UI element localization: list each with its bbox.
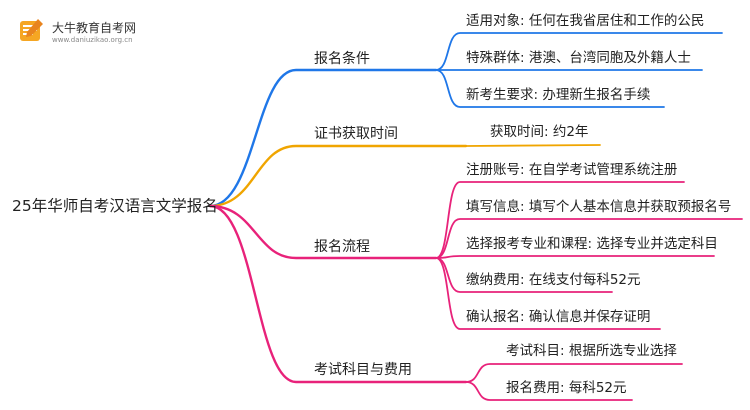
branch-registration-process: 报名流程 [314, 239, 370, 255]
connector-branch-leaf [435, 181, 685, 259]
connector-root-branch [208, 204, 468, 384]
leaf-applicable-persons: 适用对象: 任何在我省居住和工作的公民 [466, 13, 705, 29]
leaf-fill-info: 填写信息: 填写个人基本信息并获取预报名号 [466, 199, 732, 215]
branch-registration-conditions: 报名条件 [314, 51, 370, 67]
root-topic: 25年华师自考汉语言文学报名 [12, 197, 218, 215]
connector-root-branch [208, 204, 438, 260]
site-logo[interactable]: 大牛教育自考网 www.daniuzikao.org.cn [16, 14, 166, 50]
leaf-registration-fee: 报名费用: 每科52元 [506, 380, 627, 396]
connector-branch-leaf [435, 32, 723, 71]
leaf-exam-subjects: 考试科目: 根据所选专业选择 [506, 343, 677, 359]
leaf-acquisition-time: 获取时间: 约2年 [490, 124, 589, 140]
connector-branch-leaf [435, 218, 743, 259]
connector-branch-leaf [465, 144, 601, 147]
connector-root-branch [208, 144, 468, 208]
leaf-register-account: 注册账号: 在自学考试管理系统注册 [466, 162, 678, 178]
connector-branch-leaf [435, 255, 715, 259]
connector-branch-leaf [435, 69, 665, 108]
leaf-pay-fees: 缴纳费用: 在线支付每科52元 [466, 272, 641, 288]
branch-certificate-time: 证书获取时间 [314, 126, 398, 142]
book-logo-icon [20, 19, 43, 41]
branch-exam-subjects-fees: 考试科目与费用 [314, 362, 412, 378]
connector-branch-leaf [435, 257, 661, 330]
leaf-special-groups: 特殊群体: 港澳、台湾同胞及外籍人士 [466, 50, 691, 66]
leaf-new-candidate-requirement: 新考生要求: 办理新生报名手续 [466, 87, 651, 103]
site-name: 大牛教育自考网 [52, 21, 137, 35]
connector-branch-leaf [465, 381, 633, 401]
connector-branch-leaf [465, 363, 683, 383]
leaf-confirm-registration: 确认报名: 确认信息并保存证明 [466, 309, 651, 325]
leaf-choose-major-courses: 选择报考专业和课程: 选择专业并选定科目 [466, 236, 718, 252]
connector-root-branch [208, 68, 438, 208]
site-url: www.daniuzikao.org.cn [52, 36, 133, 44]
